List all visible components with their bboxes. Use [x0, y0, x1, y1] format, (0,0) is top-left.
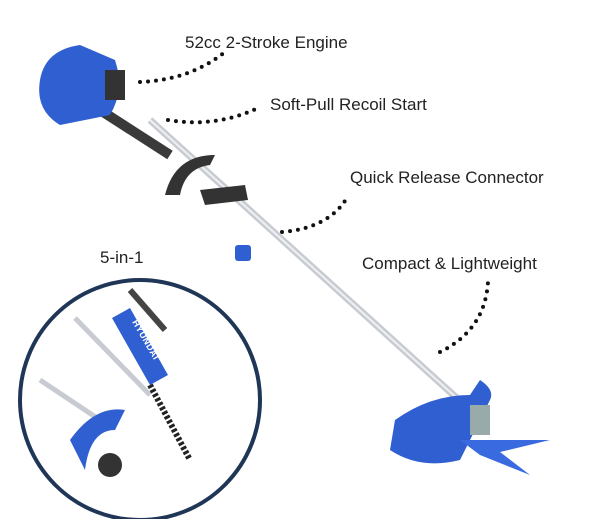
label-recoil: Soft-Pull Recoil Start: [270, 95, 427, 114]
callout-connector: [280, 194, 350, 234]
callout-recoil: [166, 106, 260, 125]
chainsaw-bar: [112, 308, 168, 385]
label-5-in-1: 5-in-1: [100, 248, 144, 267]
attachments-inset: HYUNDAI: [18, 278, 262, 519]
label-connector: Quick Release Connector: [350, 168, 544, 187]
engine: [39, 45, 119, 125]
callout-lines: [138, 50, 490, 354]
label-engine: 52cc 2-Stroke Engine: [185, 33, 348, 52]
callout-engine: [138, 50, 227, 84]
callout-compact: [438, 280, 490, 354]
handle: [165, 155, 248, 205]
blade: [460, 440, 550, 475]
label-compact: Compact & Lightweight: [362, 254, 537, 273]
trimmer: [39, 45, 550, 475]
